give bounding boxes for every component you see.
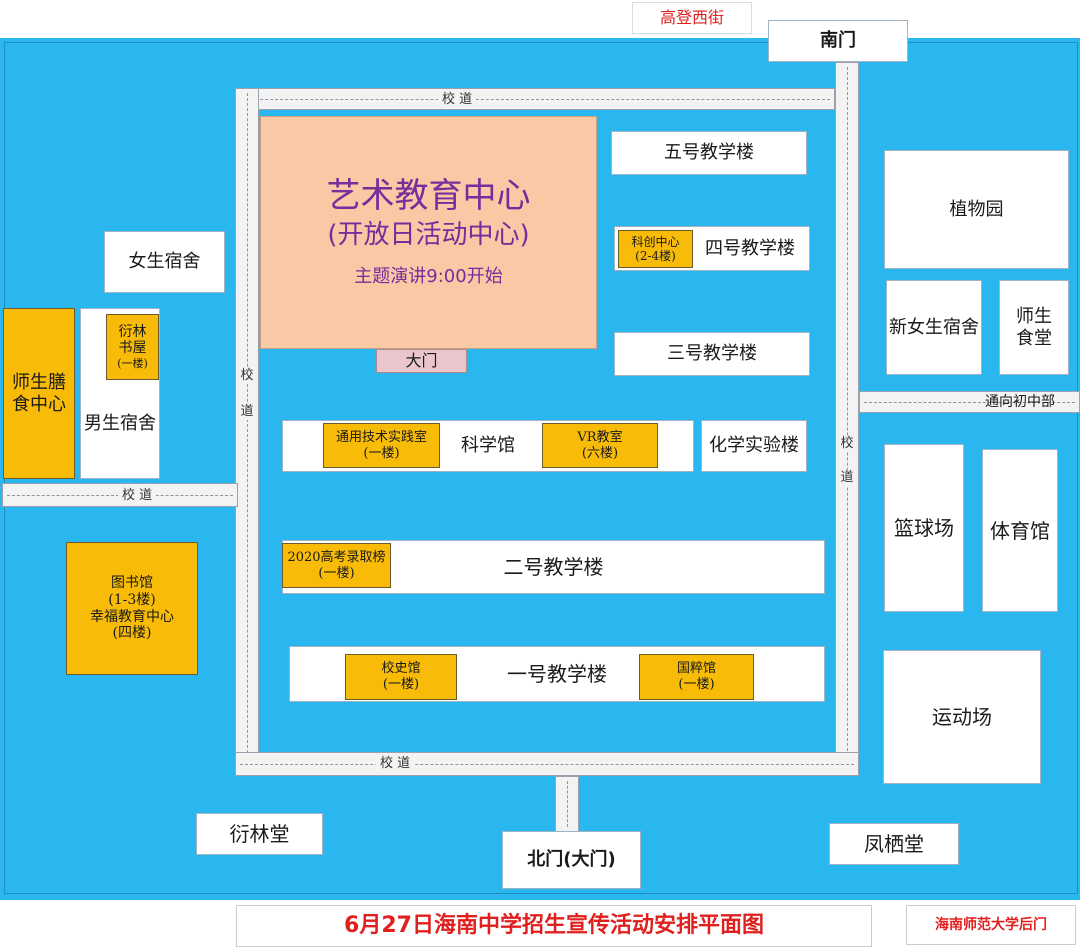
school-history-museum[interactable]: 校史馆 (一楼) [345, 654, 457, 700]
library-floor: (1-3楼) [108, 591, 156, 608]
building-3[interactable]: 三号教学楼 [614, 332, 810, 376]
yanlin-hall-label: 衍林堂 [229, 822, 290, 846]
building-1-label: 一号教学楼 [507, 662, 607, 686]
library-name: 图书馆 [111, 574, 153, 591]
guocui-floor: (一楼) [678, 677, 715, 692]
basketball-label: 篮球场 [894, 516, 954, 540]
south-gate-label: 南门 [820, 30, 856, 52]
road-right-inner [835, 62, 859, 776]
sports-field-label: 运动场 [932, 705, 992, 729]
gaokao-board[interactable]: 2020高考录取榜 (一楼) [282, 543, 391, 588]
map-title-text: 6月27日海南中学招生宣传活动安排平面图 [344, 912, 764, 938]
back-gate-text: 海南师范大学后门 [935, 916, 1047, 933]
yanlin-bookstore[interactable]: 衍林 书屋 (一楼) [106, 314, 159, 380]
road-top [235, 88, 835, 110]
meal-center[interactable]: 师生膳 食中心 [3, 308, 75, 479]
street-name: 高登西街 [659, 8, 724, 28]
street-label: 高登西街 [632, 2, 752, 34]
chemistry-lab-label: 化学实验楼 [709, 435, 799, 457]
new-girls-dorm-label: 新女生宿舍 [889, 316, 979, 338]
tech-practice-name: 通用技术实践室 [335, 429, 427, 445]
history-name: 校史馆 [381, 661, 421, 677]
building-2-label: 二号教学楼 [503, 555, 604, 579]
gymnasium[interactable]: 体育馆 [982, 449, 1058, 612]
girls-dorm-label: 女生宿舍 [128, 251, 201, 273]
building-5[interactable]: 五号教学楼 [611, 131, 807, 175]
guocui-museum[interactable]: 国粹馆 (一楼) [639, 654, 754, 700]
vr-classroom[interactable]: VR教室 (六楼) [542, 423, 658, 468]
north-gate[interactable]: 北门(大门) [502, 831, 641, 889]
vr-classroom-floor: (六楼) [581, 445, 619, 461]
north-gate-label: 北门(大门) [527, 849, 616, 871]
library[interactable]: 图书馆 (1-3楼) 幸福教育中心 (四楼) [66, 542, 198, 675]
road-bottom-label: 校 道 [376, 756, 415, 771]
happiness-center-name: 幸福教育中心 [90, 608, 174, 625]
art-center-door-label: 大门 [405, 351, 438, 371]
vr-classroom-name: VR教室 [577, 429, 623, 445]
botanical-garden[interactable]: 植物园 [884, 150, 1069, 269]
map-title: 6月27日海南中学招生宣传活动安排平面图 [236, 905, 872, 947]
art-education-center[interactable]: 艺术教育中心 (开放日活动中心) 主题演讲9:00开始 [260, 116, 597, 349]
art-center-subtitle: (开放日活动中心) [327, 219, 530, 250]
building-4-label: 四号教学楼 [705, 237, 795, 259]
meal-center-line2: 食中心 [12, 393, 66, 415]
boys-dorm-label: 男生宿舍 [84, 412, 156, 434]
gaokao-name: 2020高考录取榜 [287, 549, 386, 565]
art-center-door[interactable]: 大门 [376, 349, 467, 373]
art-center-name: 艺术教育中心 [326, 175, 531, 216]
junior-link-label: 通向初中部 [985, 393, 1055, 410]
girls-dorm[interactable]: 女生宿舍 [104, 231, 225, 293]
meal-center-line1: 师生膳 [12, 371, 66, 393]
canteen-label: 师生食堂 [1016, 305, 1052, 349]
new-girls-dorm[interactable]: 新女生宿舍 [886, 280, 982, 375]
science-hall-label: 科学馆 [461, 435, 515, 457]
yanlin-books-line1: 衍林 [118, 323, 147, 340]
happiness-center-floor: (四楼) [112, 625, 152, 642]
road-north-gate [555, 776, 579, 832]
gaokao-floor: (一楼) [318, 565, 355, 581]
back-gate-label: 海南师范大学后门 [906, 905, 1076, 945]
art-center-note: 主题演讲9:00开始 [354, 265, 503, 287]
guocui-name: 国粹馆 [676, 661, 716, 677]
road-top-label: 校 道 [438, 92, 477, 107]
road-left-label-2: 道 [238, 404, 256, 420]
kechuang-name: 科创中心 [631, 234, 680, 249]
kechuang-floor: (2-4楼) [635, 249, 676, 263]
botanical-garden-label: 植物园 [949, 198, 1004, 220]
road-right-label-2: 道 [838, 470, 856, 486]
chemistry-lab[interactable]: 化学实验楼 [701, 420, 807, 472]
gymnasium-label: 体育馆 [990, 518, 1050, 543]
yanlin-hall[interactable]: 衍林堂 [196, 813, 323, 855]
history-floor: (一楼) [382, 677, 420, 692]
road-left-label-1: 校 [238, 368, 256, 384]
fengqi-hall[interactable]: 凤栖堂 [829, 823, 959, 865]
road-bottom [235, 752, 859, 776]
road-right-label-1: 校 [838, 436, 856, 452]
south-gate[interactable]: 南门 [768, 20, 908, 62]
road-left-inner [235, 88, 259, 768]
basketball-court[interactable]: 篮球场 [884, 444, 964, 612]
yanlin-books-floor: (一楼) [117, 357, 148, 371]
yanlin-books-line2: 书屋 [118, 340, 147, 357]
road-west-label: 校 道 [118, 488, 157, 503]
kechuang-center[interactable]: 科创中心 (2-4楼) [618, 230, 693, 268]
tech-practice-floor: (一楼) [363, 445, 400, 461]
sports-field[interactable]: 运动场 [883, 650, 1041, 784]
building-3-label: 三号教学楼 [667, 343, 757, 365]
junior-school-link[interactable]: 通向初中部 [970, 391, 1070, 413]
fengqi-hall-label: 凤栖堂 [864, 832, 924, 856]
building-5-label: 五号教学楼 [664, 142, 754, 164]
tech-practice-room[interactable]: 通用技术实践室 (一楼) [323, 423, 440, 468]
staff-student-canteen[interactable]: 师生食堂 [999, 280, 1069, 375]
